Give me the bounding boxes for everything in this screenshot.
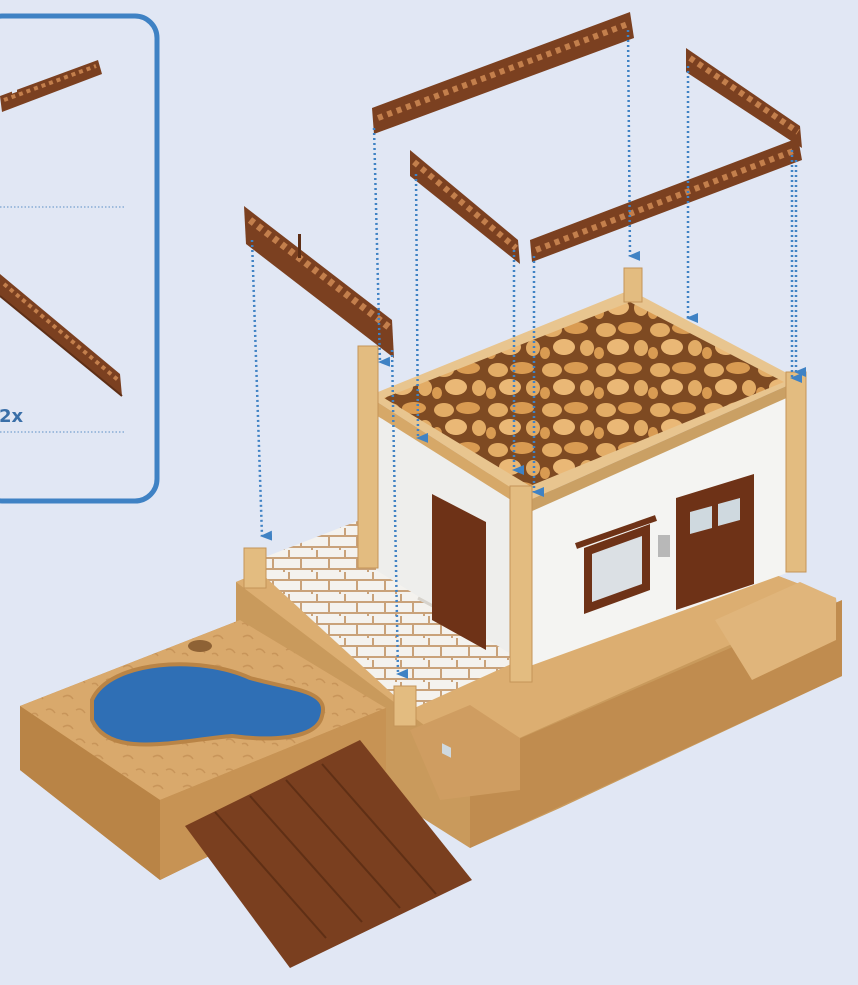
intercom-panel [658, 535, 670, 557]
callout-railing-top [0, 60, 102, 112]
railing-right-corner [530, 48, 802, 262]
callout-quantity-label: 2x [0, 406, 24, 427]
post-patio-left [244, 548, 266, 588]
post-back-top [624, 268, 642, 302]
arrow-9 [252, 240, 262, 536]
post-front-corner [510, 486, 532, 682]
railing-parts [244, 12, 802, 358]
post-patio-front [394, 686, 416, 726]
callout-railing-bottom [0, 274, 122, 396]
railing-left [244, 206, 394, 358]
railing-middle [410, 150, 520, 264]
pool-drain [188, 640, 212, 652]
post-right [786, 372, 806, 572]
post-back-left [358, 346, 378, 568]
callout-panel: 2x [0, 16, 157, 501]
railing-top-center [372, 12, 634, 134]
